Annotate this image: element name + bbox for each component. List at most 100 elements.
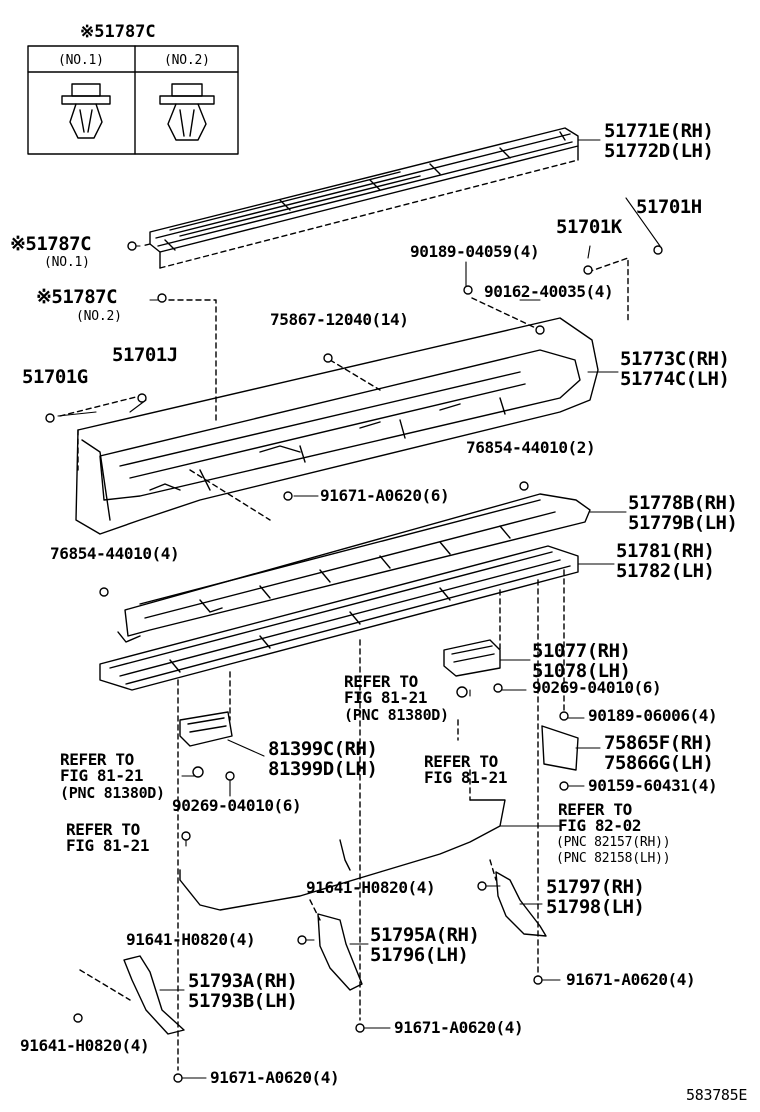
nut-51701H [653, 245, 663, 255]
nut-51701G [45, 413, 55, 423]
refer-to-2-line1: REFER TO [424, 752, 498, 771]
label-51781: 51781(RH) [616, 540, 715, 562]
bolt-91641-c [73, 1013, 83, 1023]
bolt-90159 [559, 781, 569, 791]
label-51787C-no1-sub: (NO.1) [44, 255, 90, 270]
label-90189-04059: 90189-04059(4) [410, 242, 540, 261]
label-51077: 51077(RH) [532, 640, 631, 662]
refer-to-4-line2: FIG 82-02 [558, 816, 642, 835]
refer-to-4-line3: (PNC 82157(RH)) [556, 835, 671, 850]
refer-to-2-line2: FIG 81-21 [424, 768, 508, 787]
nut-51701J [137, 393, 147, 403]
nut-90189-04059 [463, 285, 473, 295]
bracket-81399C [179, 711, 233, 747]
refer-to-3-line3: (PNC 81380D) [60, 784, 165, 802]
refer-to-4-line4: (PNC 82158(LH)) [556, 851, 671, 866]
grommet-ref-mid [456, 686, 468, 698]
clip-51787C-no1 [127, 241, 137, 251]
label-51782: 51782(LH) [616, 560, 715, 582]
refer-to-1-line1: REFER TO [344, 672, 418, 691]
label-51701K: 51701K [556, 216, 622, 238]
label-51793B: 51793B(LH) [188, 990, 298, 1012]
label-81399C: 81399C(RH) [268, 738, 378, 760]
wire-harness [179, 799, 506, 911]
clip-76854-top [519, 481, 529, 491]
grommet-ref-left [192, 766, 204, 778]
label-51078: 51078(LH) [532, 660, 631, 682]
bracket-51795A [317, 913, 363, 991]
end-cap-75865F [541, 725, 579, 771]
bolt-91671-upper [283, 491, 293, 501]
label-91641-H0820-a: 91641-H0820(4) [306, 878, 436, 897]
refer-to-3-line1: REFER TO [60, 750, 134, 769]
label-51793A: 51793A(RH) [188, 970, 298, 992]
clip-inset-box [27, 45, 239, 155]
running-board-51781 [99, 545, 579, 691]
clip-51787C-no2 [157, 293, 167, 303]
label-90269-04010-right: 90269-04010(6) [532, 678, 662, 697]
inset-title: ※51787C [80, 22, 156, 42]
label-51773C: 51773C(RH) [620, 348, 730, 370]
label-91671-A0620-6: 91671-A0620(6) [320, 486, 450, 505]
label-51787C-no2: ※51787C [36, 286, 118, 308]
step-pad-51771E [149, 127, 579, 269]
label-91671-A0620-right: 91671-A0620(4) [566, 970, 696, 989]
label-90269-04010-left: 90269-04010(6) [172, 796, 302, 815]
label-51796: 51796(LH) [370, 944, 469, 966]
label-76854-44010-top: 76854-44010(2) [466, 438, 596, 457]
clip-75867 [323, 353, 333, 363]
label-90189-06006: 90189-06006(4) [588, 706, 718, 725]
refer-to-1-line3: (PNC 81380D) [344, 706, 449, 724]
label-91641-H0820-c: 91641-H0820(4) [20, 1036, 150, 1055]
bolt-91641-a [477, 881, 487, 891]
label-51772D: 51772D(LH) [604, 140, 714, 162]
label-91671-A0620-bottom: 91671-A0620(4) [210, 1068, 340, 1087]
label-51771E: 51771E(RH) [604, 120, 714, 142]
clip-no2-icon [159, 83, 215, 141]
label-75867-12040: 75867-12040(14) [270, 310, 409, 329]
label-51778B: 51778B(RH) [628, 492, 738, 514]
bracket-51797 [495, 871, 547, 937]
diagram-code: 583785E [686, 1086, 748, 1104]
refer-to-5-line2: FIG 81-21 [66, 836, 150, 855]
label-51701G: 51701G [22, 366, 88, 388]
bolt-90269-left [225, 771, 235, 781]
bolt-91641-b [297, 935, 307, 945]
label-81399D: 81399D(LH) [268, 758, 378, 780]
bolt-91671-right [533, 975, 543, 985]
inset-col1-header: (NO.1) [58, 53, 104, 68]
label-76854-44010-left: 76854-44010(4) [50, 544, 180, 563]
label-90162-40035: 90162-40035(4) [484, 282, 614, 301]
bolt-91671-mid [355, 1023, 365, 1033]
refer-to-5-line1: REFER TO [66, 820, 140, 839]
bolt-90269-right [493, 683, 503, 693]
nut-90189-06006 [559, 711, 569, 721]
refer-to-1-line2: FIG 81-21 [344, 688, 428, 707]
bracket-51077 [443, 639, 501, 677]
label-91671-A0620-mid: 91671-A0620(4) [394, 1018, 524, 1037]
clip-76854-left [99, 587, 109, 597]
label-51797: 51797(RH) [546, 876, 645, 898]
label-75866G: 75866G(LH) [604, 752, 714, 774]
refer-to-4-line1: REFER TO [558, 800, 632, 819]
refer-to-3-line2: FIG 81-21 [60, 766, 144, 785]
label-91641-H0820-b: 91641-H0820(4) [126, 930, 256, 949]
label-51787C-no1: ※51787C [10, 233, 92, 255]
clip-no1-icon [61, 83, 111, 139]
label-51795A: 51795A(RH) [370, 924, 480, 946]
label-75865F: 75865F(RH) [604, 732, 714, 754]
label-51798: 51798(LH) [546, 896, 645, 918]
connector-ref [181, 831, 191, 841]
label-51701J: 51701J [112, 344, 178, 366]
label-51779B: 51779B(LH) [628, 512, 738, 534]
label-90159-60431: 90159-60431(4) [588, 776, 718, 795]
nut-51701K [583, 265, 593, 275]
label-51774C: 51774C(LH) [620, 368, 730, 390]
label-51701H: 51701H [636, 196, 702, 218]
label-51787C-no2-sub: (NO.2) [76, 309, 122, 324]
inset-col2-header: (NO.2) [164, 53, 210, 68]
step-bracket-rail-51778B [117, 493, 591, 643]
bolt-91671-bottom [173, 1073, 183, 1083]
bolt-90162-40035 [535, 325, 545, 335]
